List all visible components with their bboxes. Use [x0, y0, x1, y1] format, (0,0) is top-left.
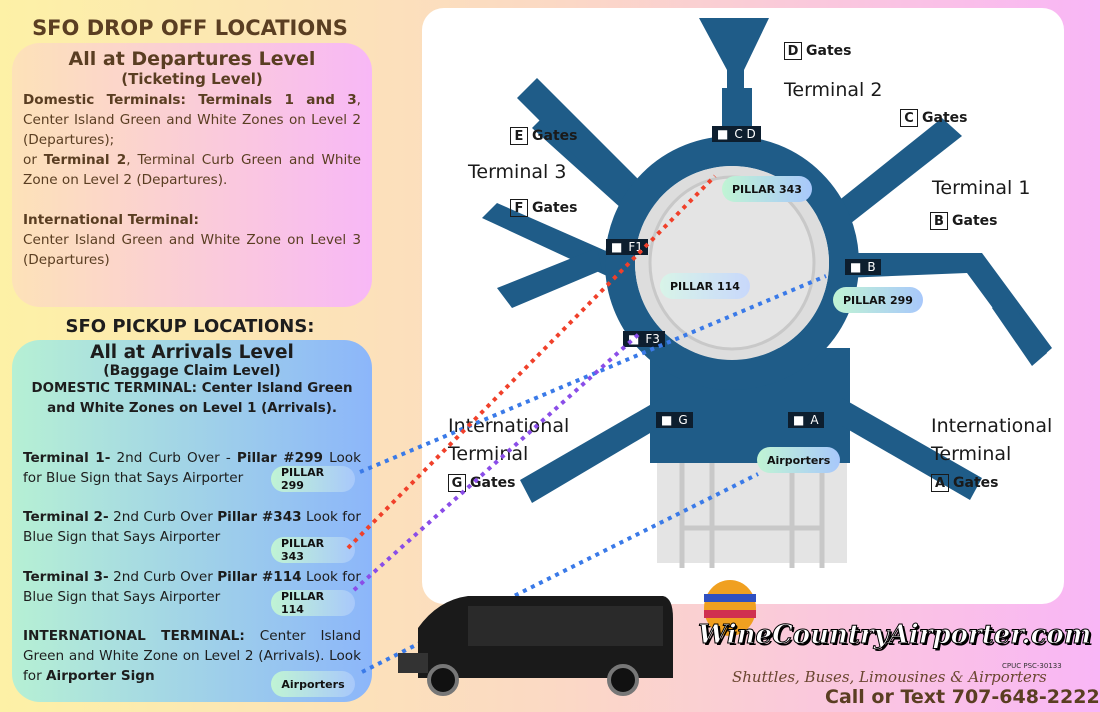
- pickup-subtitle: All at Arrivals Level: [90, 342, 294, 363]
- checkpoint-label: A: [810, 413, 819, 427]
- bold-text: Domestic Terminals: Terminals 1 and 3: [23, 92, 357, 108]
- pickup-item: Terminal 3- 2nd Curb Over Pillar #114 Lo…: [23, 567, 361, 607]
- dropoff-international: International Terminal: Center Island Gre…: [23, 210, 361, 270]
- gate-text: Gates: [953, 475, 999, 491]
- text: , Center Island Green and White Zones on…: [23, 92, 361, 148]
- dropoff-title: SFO DROP OFF LOCATIONS: [32, 16, 348, 40]
- map-drawing: [482, 18, 1052, 568]
- text: Center Island Green and White Zone on Le…: [23, 232, 361, 268]
- checkpoint-icon: ■: [850, 260, 862, 274]
- gate-text: Gates: [806, 43, 852, 59]
- gate-letter-box: G: [448, 474, 466, 492]
- bold-text: Terminal 1-: [23, 450, 111, 466]
- gate-letter-box: C: [900, 109, 918, 127]
- gate-letter-box: A: [931, 474, 949, 492]
- gate-letter-box: B: [930, 212, 948, 230]
- security-checkpoint: ■ F3: [623, 331, 665, 347]
- dropoff-subtitle: All at Departures Level: [68, 48, 316, 70]
- pickup-item: Terminal 1- 2nd Curb Over - Pillar #299 …: [23, 448, 361, 488]
- pickup-subtitle2: (Baggage Claim Level): [103, 363, 281, 379]
- dropoff-panel: All at Departures Level (Ticketing Level…: [12, 43, 372, 307]
- balloon-icon: [704, 580, 756, 636]
- checkpoint-label: F1: [628, 240, 643, 254]
- gate-letter-box: F: [510, 199, 528, 217]
- checkpoint-label: F3: [645, 332, 660, 346]
- text: , Terminal Curb Green and White Zone on …: [23, 152, 361, 188]
- dropoff-subtitle2: (Ticketing Level): [121, 70, 263, 88]
- text: Center Island Green and White Zone on Le…: [23, 628, 361, 684]
- checkpoint-icon: ■: [661, 413, 673, 427]
- text: 2nd Curb Over: [108, 509, 218, 525]
- text: 2nd Curb Over: [108, 569, 218, 585]
- security-checkpoint: ■ F1: [606, 239, 648, 255]
- tagline: Shuttles, Buses, Limousines & Airporters: [732, 668, 1047, 686]
- pickup-title: SFO PICKUP LOCATIONS:: [65, 316, 315, 337]
- pickup-item: INTERNATIONAL TERMINAL: Center Island Gr…: [23, 626, 361, 686]
- contact-phone: Call or Text 707-648-2222: [825, 686, 1100, 708]
- map-pill-343: PILLAR 343: [722, 176, 812, 202]
- terminal-2-label: Terminal 2: [784, 79, 883, 101]
- checkpoint-label: B: [867, 260, 876, 274]
- pickup-pill: PILLAR 114: [271, 590, 355, 616]
- pickup-item: Terminal 2- 2nd Curb Over Pillar #343 Lo…: [23, 507, 361, 547]
- international-terminal-label-left: International Terminal: [448, 415, 570, 465]
- checkpoint-icon: ■: [793, 413, 805, 427]
- sfo-terminal-map: Terminal 2 Terminal 3 Terminal 1 Interna…: [422, 8, 1064, 604]
- terminal-3-label: Terminal 3: [468, 161, 567, 183]
- gate-text: Gates: [532, 128, 578, 144]
- bus-image: [398, 588, 674, 700]
- gate-text: Gates: [532, 200, 578, 216]
- dropoff-domestic: Domestic Terminals: Terminals 1 and 3, C…: [23, 90, 361, 190]
- gate-text: Gates: [470, 475, 516, 491]
- bold-text: International Terminal:: [23, 212, 199, 228]
- bold-text: Pillar #343: [217, 509, 302, 525]
- bold-text: Airporter Sign: [46, 668, 155, 684]
- pickup-domestic: DOMESTIC TERMINAL: Center Island Green a…: [31, 381, 353, 416]
- gate-text: Gates: [922, 110, 968, 126]
- checkpoint-label: G: [678, 413, 688, 427]
- bold-text: INTERNATIONAL TERMINAL:: [23, 628, 245, 644]
- security-checkpoint: ■B: [845, 259, 881, 275]
- bold-text: Terminal 3-: [23, 569, 109, 585]
- terminal-1-label: Terminal 1: [932, 177, 1031, 199]
- pickup-panel: All at Arrivals Level (Baggage Claim Lev…: [12, 340, 372, 702]
- checkpoint-label: C D: [734, 127, 756, 141]
- text: Look for Blue Sign that Says Airporter: [23, 569, 361, 605]
- checkpoint-icon: ■: [628, 332, 640, 346]
- pickup-pill: Airporters: [271, 671, 355, 697]
- security-checkpoint: ■G: [656, 412, 693, 428]
- map-pill-airporters: Airporters: [757, 447, 841, 473]
- pickup-pill: PILLAR 299: [271, 466, 355, 492]
- map-pill-114: PILLAR 114: [660, 273, 750, 299]
- security-checkpoint: ■A: [788, 412, 824, 428]
- bold-text: Pillar #114: [217, 569, 302, 585]
- international-terminal-label-right: International Terminal: [931, 415, 1053, 465]
- checkpoint-icon: ■: [717, 127, 729, 141]
- checkpoint-icon: ■: [611, 240, 623, 254]
- gate-letter-box: E: [510, 127, 528, 145]
- bold-text: Terminal 2: [43, 152, 127, 168]
- text: 2nd Curb Over -: [110, 450, 237, 466]
- bold-text: Terminal 2-: [23, 509, 109, 525]
- security-checkpoint: ■ C D: [712, 126, 761, 142]
- pickup-pill: PILLAR 343: [271, 537, 355, 563]
- logo-text: WineCountryAirporter.com: [697, 620, 1092, 651]
- brand-area: WineCountryAirporter.com CPUC PSC-30133 …: [680, 580, 1100, 712]
- gate-letter-box: D: [784, 42, 802, 60]
- map-pill-299: PILLAR 299: [833, 287, 923, 313]
- license-text: CPUC PSC-30133: [1002, 662, 1062, 670]
- bold-text: Pillar #299: [236, 450, 324, 466]
- text: or: [23, 152, 44, 168]
- gate-text: Gates: [952, 213, 998, 229]
